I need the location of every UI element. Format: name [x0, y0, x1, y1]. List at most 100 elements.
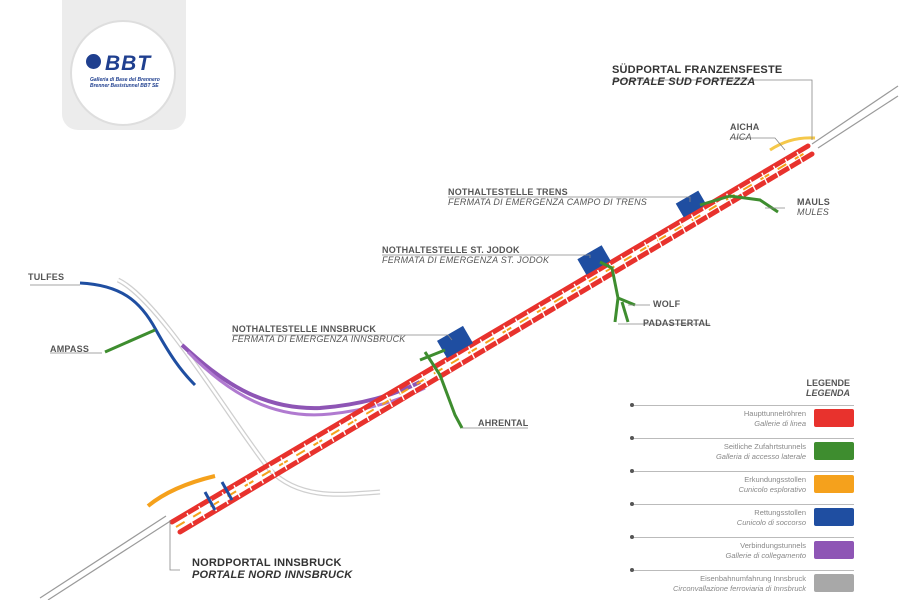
cross-passage	[585, 276, 593, 290]
cross-passage	[409, 380, 417, 394]
label-innsbruck-stop-de: NOTHALTESTELLE INNSBRUCK	[232, 324, 377, 334]
cross-passage	[761, 172, 769, 186]
access-wolf	[599, 260, 620, 323]
cross-passage	[432, 366, 440, 380]
main-tunnel-west	[169, 143, 811, 525]
legend-dot-icon	[630, 436, 634, 440]
cross-passage	[643, 241, 652, 255]
label-wolf: WOLF	[653, 299, 681, 309]
legend-dot-icon	[630, 469, 634, 473]
label-aicha: AICHA AICA	[730, 122, 760, 142]
bypass-route	[116, 277, 381, 497]
label-st-jodok: NOTHALTESTELLE ST. JODOK FERMATA DI EMER…	[382, 245, 549, 265]
cross-passage	[186, 512, 194, 526]
cross-passage	[714, 200, 722, 213]
cross-passage	[268, 464, 276, 477]
label-south-portal: SÜDPORTAL FRANZENSFESTE PORTALE SUD FORT…	[612, 64, 782, 88]
label-ahrental: AHRENTAL	[478, 418, 529, 428]
legend-label-it: Cunicolo esplorativo	[738, 485, 806, 494]
legend-label-de: Eisenbahnumfahrung Innsbruck	[700, 574, 806, 583]
legend-swatch	[814, 475, 854, 493]
emergency-stop-innsbruck	[437, 325, 473, 359]
cross-passage	[772, 165, 781, 179]
cross-passage	[327, 429, 335, 443]
logo-circle: BBT Galleria di Base del Brennero Brenne…	[70, 20, 176, 126]
label-innsbruck-stop-it: FERMATA DI EMERGENZA INNSBRUCK	[232, 334, 406, 344]
access-ampass	[104, 328, 156, 354]
cross-passage	[632, 248, 640, 262]
label-padastertal: PADASTERTAL	[643, 318, 711, 328]
cross-passage	[538, 304, 546, 318]
label-st-jodok-it: FERMATA DI EMERGENZA ST. JODOK	[382, 255, 550, 265]
leader-st-jodok	[382, 254, 591, 258]
cross-passage	[573, 283, 581, 297]
label-north-portal: NORDPORTAL INNSBRUCK PORTALE NORD INNSBR…	[192, 557, 352, 581]
legend-label-de: Seitliche Zufahrtstunnels	[723, 442, 806, 451]
logo-emblem-icon	[86, 54, 101, 69]
leader-trens	[448, 196, 691, 202]
legend-label-it: Gallerie di collegamento	[725, 551, 806, 560]
rescue-tulfes	[79, 281, 197, 387]
approach-line-south-a	[811, 85, 899, 145]
label-tulfes: TULFES	[28, 272, 65, 282]
cross-passage	[596, 269, 605, 283]
logo-mark: BBT	[105, 52, 152, 75]
cross-passage	[245, 477, 253, 491]
cross-passage	[503, 325, 511, 338]
legend-title-de: LEGENDE	[806, 378, 850, 388]
label-south-portal-it: PORTALE SUD FORTEZZA	[612, 76, 756, 88]
label-north-portal-de: NORDPORTAL INNSBRUCK	[192, 557, 342, 569]
label-st-jodok-de: NOTHALTESTELLE ST. JODOK	[382, 245, 520, 255]
label-aicha-it: AICA	[730, 132, 752, 142]
access-padastertal	[620, 301, 630, 323]
legend-title-it: LEGENDA	[805, 388, 850, 398]
legend-label-de: Verbindungstunnels	[740, 541, 806, 550]
cross-passage	[679, 221, 687, 234]
cross-passage	[749, 179, 757, 193]
cross-passage	[655, 234, 663, 248]
label-trens-de: NOTHALTESTELLE TRENS	[448, 187, 568, 197]
cross-passage	[198, 505, 206, 519]
cross-passage	[444, 359, 452, 373]
cross-passage	[491, 332, 499, 345]
label-aicha-de: AICHA	[730, 122, 760, 132]
cross-passage	[256, 471, 265, 484]
label-innsbruck-stop: NOTHALTESTELLE INNSBRUCK FERMATA DI EMER…	[232, 324, 406, 344]
legend-dot-icon	[630, 403, 634, 407]
cross-passage	[362, 408, 370, 422]
cross-passage	[690, 214, 699, 227]
cross-passage	[385, 394, 394, 408]
leader-north-portal	[169, 520, 180, 571]
legend-label-it: Galleria di accesso laterale	[715, 452, 806, 461]
leader-innsbruck-stop	[232, 334, 453, 341]
cross-passage	[620, 255, 628, 269]
legend-label-it: Gallerie di linea	[754, 419, 806, 428]
cross-passage	[784, 158, 792, 172]
cross-passage	[479, 339, 487, 352]
emergency-stop-st-jodok	[577, 245, 611, 275]
cross-passage	[514, 318, 523, 331]
access-wolf-branch	[617, 296, 636, 307]
bypass-route-inner	[117, 278, 381, 496]
access-ahrental-link	[419, 348, 446, 362]
logo-line-1: Galleria di Base del Brennero	[90, 77, 160, 83]
cross-passage	[303, 443, 311, 456]
cross-passage	[315, 436, 323, 449]
legend-swatch	[814, 574, 854, 592]
legend-rule	[632, 570, 854, 571]
cross-passage	[233, 484, 241, 498]
legend-dot-icon	[630, 535, 634, 539]
legend-rule	[632, 537, 854, 538]
legend-label-de: Erkundungsstollen	[744, 475, 806, 484]
leader-south-portal	[612, 79, 813, 140]
legend-title: LEGENDE LEGENDA	[720, 378, 850, 398]
